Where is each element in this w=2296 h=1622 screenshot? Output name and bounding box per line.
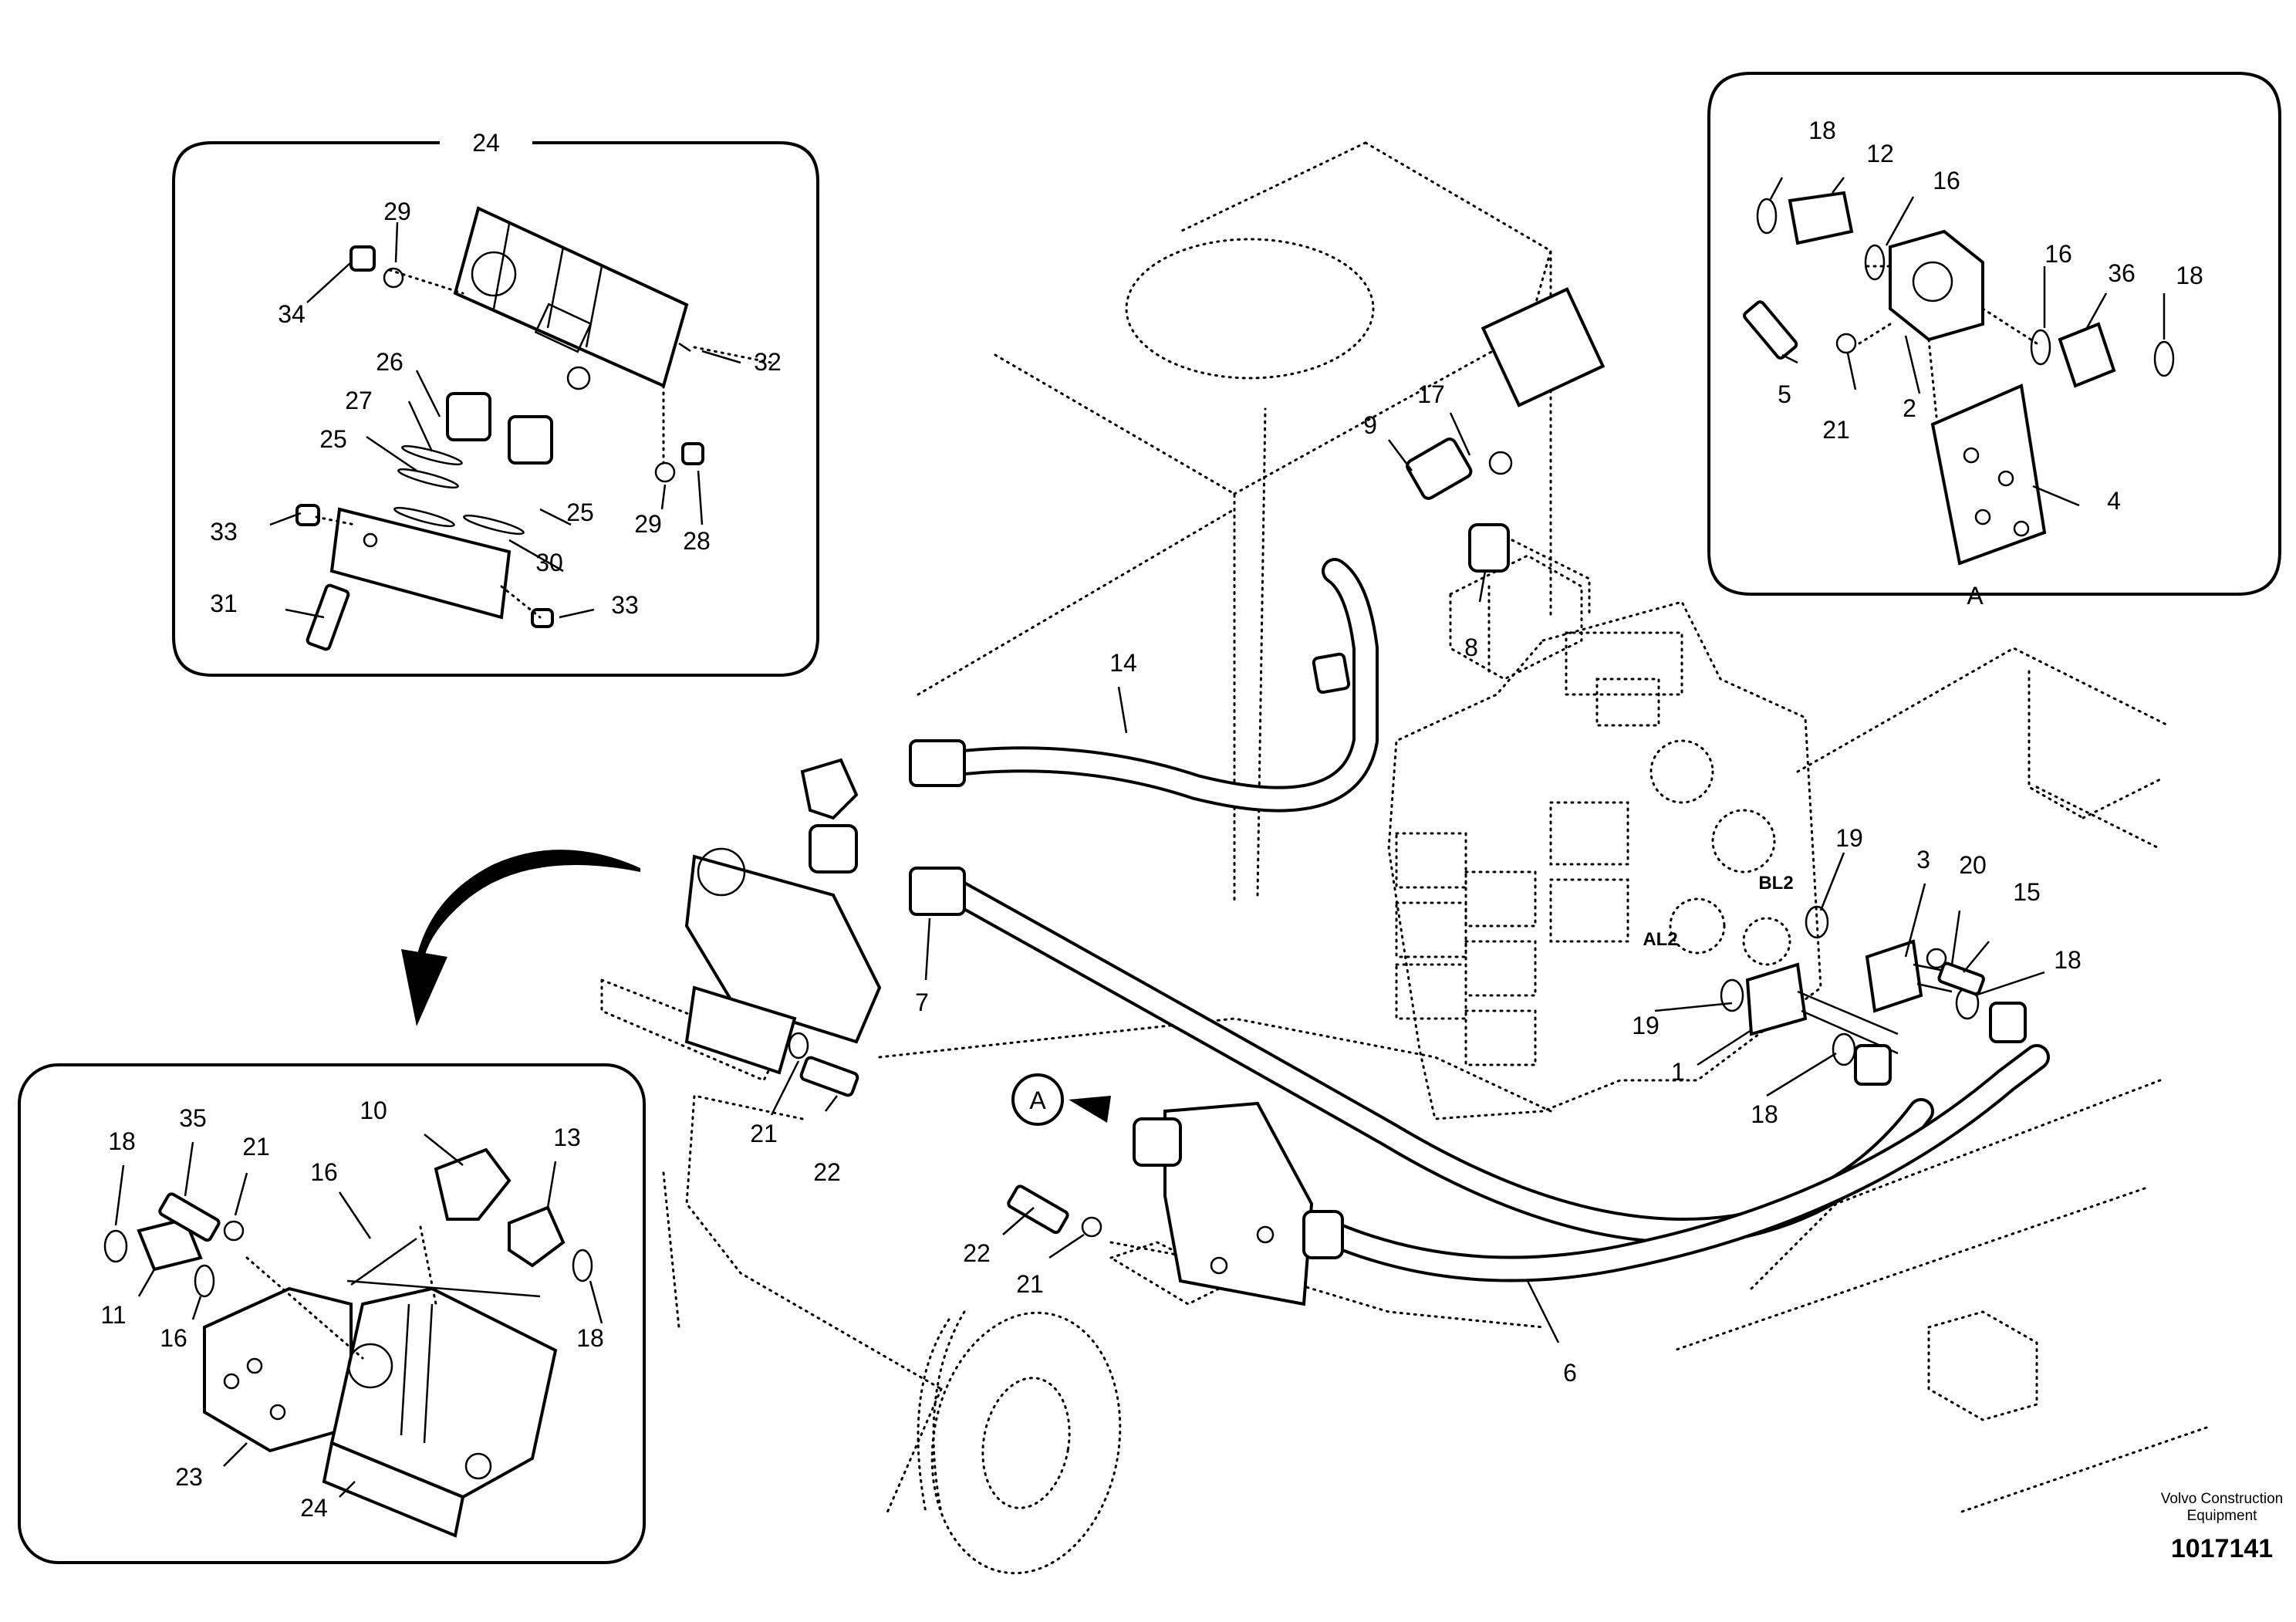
label-4: 4 (2107, 487, 2121, 515)
document-number: 1017141 (2171, 1534, 2273, 1563)
label-22: 22 (963, 1239, 991, 1267)
detail-box-bottom: 18 35 21 10 13 16 11 16 18 23 24 (18, 1063, 646, 1564)
label-22: 22 (813, 1158, 841, 1186)
label-23: 23 (175, 1463, 203, 1491)
credit-line-1: Volvo Construction (2161, 1491, 2283, 1507)
label-19: 19 (1632, 1012, 1660, 1039)
label-21: 21 (750, 1120, 778, 1147)
label-31: 31 (210, 590, 238, 617)
label-18: 18 (576, 1324, 604, 1352)
label-18: 18 (2176, 262, 2203, 289)
port-label-AL2: AL2 (1643, 929, 1677, 950)
label-19: 19 (1835, 824, 1863, 852)
label-15: 15 (2013, 878, 2041, 906)
label-12: 12 (1866, 140, 1894, 167)
label-27: 27 (345, 387, 373, 414)
label-21: 21 (1016, 1270, 1044, 1298)
label-16: 16 (160, 1324, 187, 1352)
label-28: 28 (683, 527, 711, 555)
label-26: 26 (376, 348, 403, 376)
detail-box-A: A 18 12 16 16 36 18 5 21 2 4 (1707, 72, 2281, 610)
label-21: 21 (1822, 416, 1850, 444)
main-assembly: A AL2 BL2 17 9 8 14 7 19 3 20 15 18 19 1… (684, 287, 2082, 1387)
callout-A: A (1029, 1086, 1046, 1114)
label-36: 36 (2108, 259, 2136, 287)
label-33: 33 (611, 591, 639, 619)
detail-box-A-title: A (1967, 582, 1984, 610)
label-3: 3 (1916, 846, 1930, 874)
label-1: 1 (1671, 1058, 1685, 1086)
machine-frame-outline (600, 141, 2208, 1575)
label-16: 16 (2044, 240, 2072, 268)
view-arrow (401, 850, 640, 1026)
label-18: 18 (1751, 1100, 1778, 1128)
label-17: 17 (1417, 380, 1445, 408)
control-valve (1387, 600, 1822, 1120)
label-29: 29 (634, 510, 662, 538)
label-32: 32 (754, 348, 782, 376)
label-33: 33 (210, 518, 238, 546)
label-25: 25 (566, 498, 594, 526)
label-7: 7 (915, 988, 929, 1016)
label-10: 10 (360, 1097, 387, 1124)
label-35: 35 (179, 1104, 207, 1132)
label-14: 14 (1109, 649, 1137, 677)
label-16: 16 (1933, 167, 1960, 194)
label-18: 18 (108, 1127, 136, 1155)
label-11: 11 (100, 1301, 126, 1329)
label-9: 9 (1363, 411, 1377, 439)
label-18: 18 (2054, 946, 2082, 974)
label-34: 34 (278, 300, 306, 328)
label-16: 16 (310, 1158, 338, 1186)
label-18: 18 (1808, 117, 1836, 144)
label-6: 6 (1563, 1359, 1577, 1387)
label-30: 30 (535, 549, 563, 576)
label-24: 24 (300, 1494, 328, 1522)
detail-box-24: 24 29 34 32 26 27 25 25 (172, 129, 819, 677)
label-20: 20 (1959, 851, 1987, 879)
port-label-BL2: BL2 (1758, 873, 1793, 894)
footer: Volvo Construction Equipment 1017141 (2161, 1491, 2283, 1563)
label-29: 29 (383, 198, 411, 225)
credit-line-2: Equipment (2187, 1508, 2258, 1524)
label-13: 13 (553, 1124, 581, 1151)
detail-box-24-title: 24 (472, 129, 500, 157)
label-25: 25 (319, 425, 347, 453)
label-8: 8 (1464, 634, 1478, 661)
label-21: 21 (242, 1133, 270, 1161)
label-5: 5 (1778, 380, 1791, 408)
label-2: 2 (1903, 394, 1916, 422)
